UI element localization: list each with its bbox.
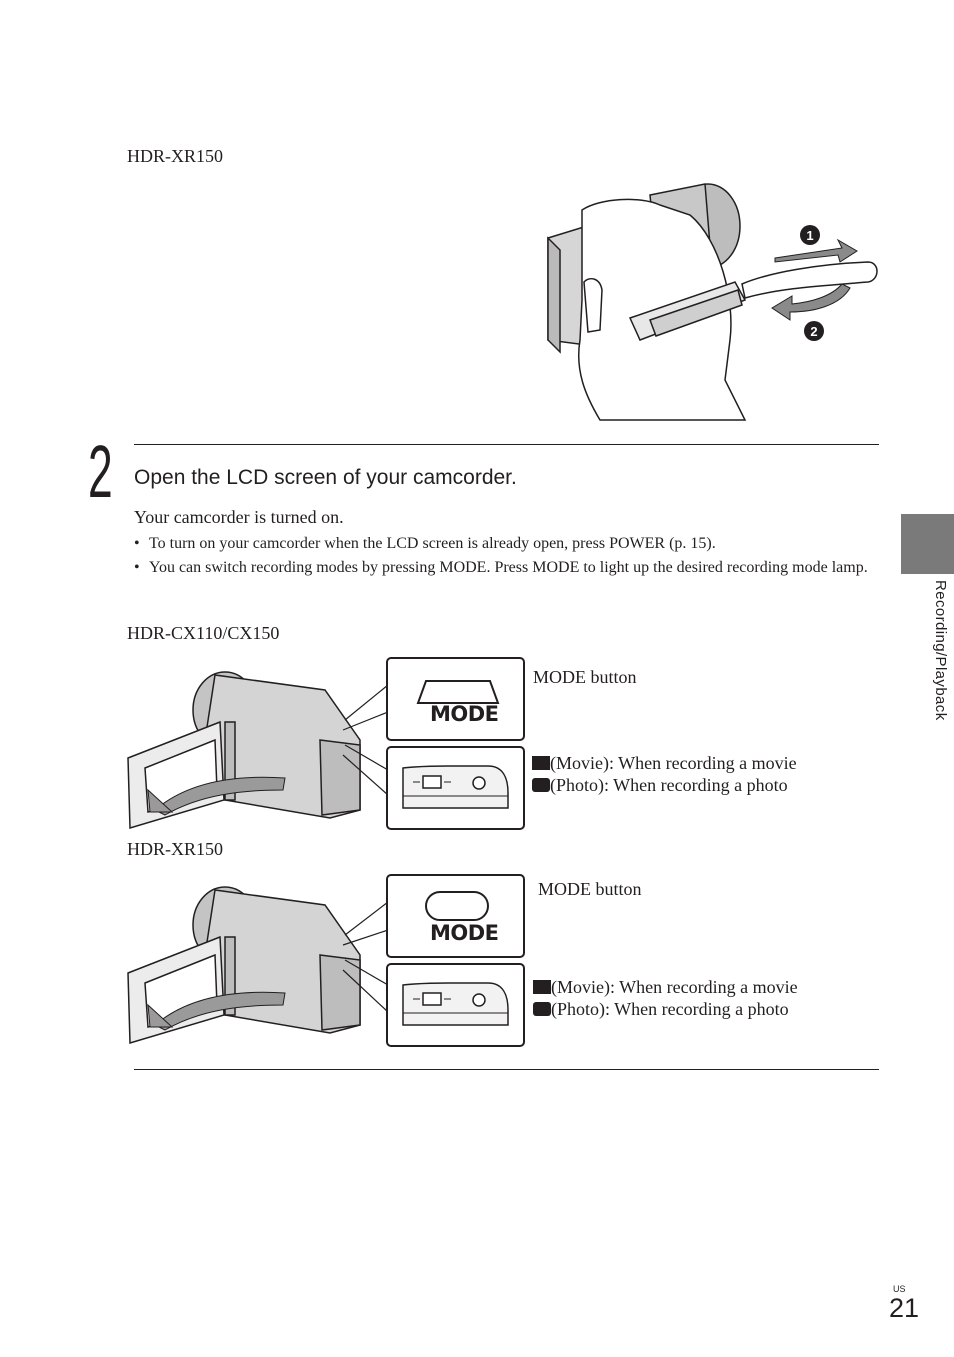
model-label-cx: HDR-CX110/CX150 bbox=[127, 623, 280, 643]
movie-mode-text: (Movie): When recording a movie bbox=[550, 753, 797, 773]
mode-button-label-cx: MODE button bbox=[533, 667, 637, 687]
region-code: US bbox=[893, 1284, 906, 1294]
photo-mode-line-xr: (Photo): When recording a photo bbox=[533, 998, 789, 1020]
mode-button-label-xr: MODE button bbox=[538, 879, 642, 899]
movie-mode-text: (Movie): When recording a movie bbox=[551, 977, 798, 997]
movie-mode-line-cx: (Movie): When recording a movie bbox=[532, 752, 797, 774]
bullet-list: To turn on your camcorder when the LCD s… bbox=[134, 532, 884, 580]
bullet-item: You can switch recording modes by pressi… bbox=[134, 556, 884, 580]
camera-icon bbox=[532, 778, 550, 792]
bullet-item: To turn on your camcorder when the LCD s… bbox=[134, 532, 884, 556]
camera-icon bbox=[533, 1002, 551, 1016]
section-tab bbox=[901, 514, 954, 574]
movie-icon bbox=[532, 756, 550, 770]
mode-label: MODE bbox=[430, 921, 499, 945]
photo-mode-line-cx: (Photo): When recording a photo bbox=[532, 774, 788, 796]
step-rule-top bbox=[134, 444, 879, 445]
mode-lamp-callout-cx bbox=[386, 746, 525, 830]
mode-lamp-callout-xr bbox=[386, 963, 525, 1047]
step-number: 2 bbox=[88, 430, 113, 513]
strap-step-1: 1 bbox=[806, 228, 813, 243]
movie-icon bbox=[533, 980, 551, 994]
mode-button-callout-cx: MODE bbox=[386, 657, 525, 741]
model-label-top: HDR-XR150 bbox=[127, 146, 224, 166]
mode-label: MODE bbox=[430, 702, 499, 726]
page-number: 21 bbox=[889, 1293, 920, 1323]
movie-mode-line-xr: (Movie): When recording a movie bbox=[533, 976, 798, 998]
step-rule-bottom bbox=[134, 1069, 879, 1070]
mode-button-callout-xr: MODE bbox=[386, 874, 525, 958]
step-intro: Your camcorder is turned on. bbox=[134, 507, 344, 527]
photo-mode-text: (Photo): When recording a photo bbox=[550, 775, 788, 795]
model-label-xr: HDR-XR150 bbox=[127, 839, 224, 859]
photo-mode-text: (Photo): When recording a photo bbox=[551, 999, 789, 1019]
strap-step-2: 2 bbox=[810, 324, 817, 339]
section-label: Recording/Playback bbox=[932, 580, 949, 721]
step-heading: Open the LCD screen of your camcorder. bbox=[134, 466, 517, 489]
